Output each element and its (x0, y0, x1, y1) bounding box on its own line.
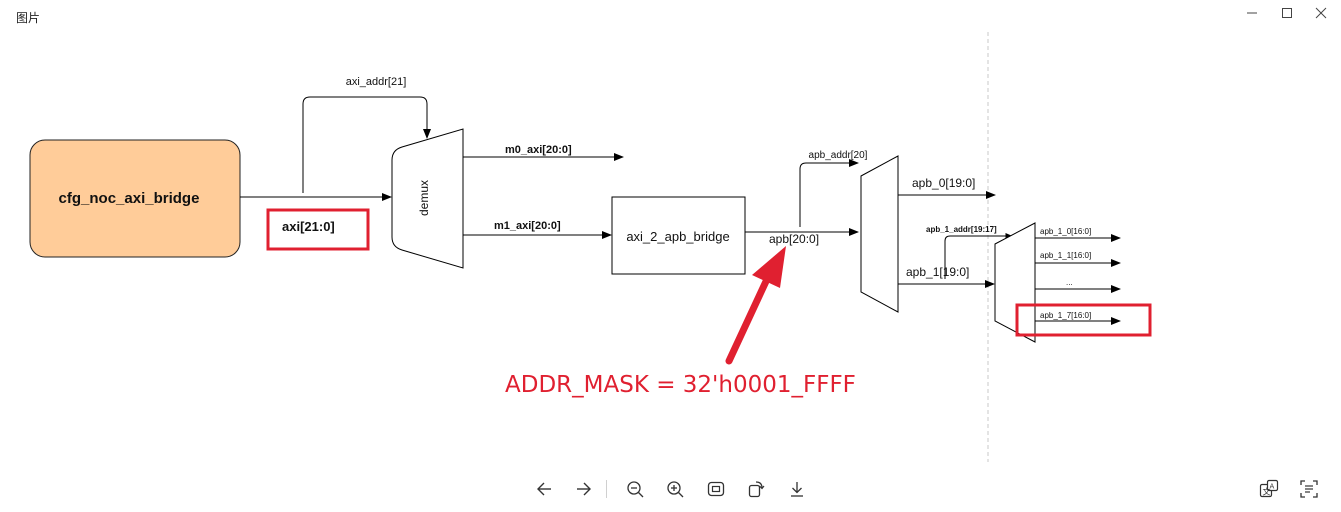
image-canvas[interactable]: cfg_noc_axi_bridge axi_addr[21] axi[21:0… (0, 30, 1341, 470)
close-button[interactable] (1308, 4, 1334, 22)
rotate-button[interactable] (743, 476, 769, 502)
next-button[interactable] (571, 476, 597, 502)
apb-1-mux-shape (994, 222, 1036, 343)
arrow-left-icon (537, 482, 551, 496)
apb-mux-shape (860, 155, 899, 313)
window-title: 图片 (16, 11, 41, 25)
bridge-block-label: axi_2_apb_bridge (626, 229, 729, 244)
axi-highlight-box (266, 208, 370, 251)
apb-bus-label: apb[20:0] (769, 232, 819, 246)
block-diagram: cfg_noc_axi_bridge axi_addr[21] axi[21:0… (29, 32, 1152, 462)
annotation-text: ADDR_MASK = 32'h0001_FFFF (505, 372, 856, 398)
annotation-arrow-shaft (725, 273, 772, 365)
apb-1-addr-sel-label: apb_1_addr[19:17] (926, 225, 997, 234)
apb-addr-sel-label: apb_addr[20] (809, 150, 868, 161)
svg-text:A: A (1270, 483, 1275, 491)
source-block (29, 139, 241, 258)
m0-axi-label: m0_axi[20:0] (505, 144, 572, 156)
axi-addr-sel-line (302, 96, 431, 193)
apb-1-7-highlight-box (1015, 303, 1152, 337)
toolbar-divider (606, 480, 607, 498)
ocr-text-button[interactable] (1296, 476, 1322, 502)
title-bar: 图片 (0, 0, 1341, 30)
apb-addr-sel-line (799, 159, 859, 227)
zoom-in-icon (667, 481, 684, 498)
zoom-out-button[interactable] (622, 476, 648, 502)
bridge-block (611, 196, 746, 275)
maximize-icon (1282, 8, 1292, 18)
minimize-button[interactable] (1239, 4, 1265, 22)
maximize-button[interactable] (1274, 4, 1300, 22)
rotate-icon (748, 481, 765, 498)
download-icon (791, 482, 803, 497)
minimize-icon (1247, 12, 1257, 14)
annotation-arrow-head (752, 246, 786, 288)
close-icon (1315, 7, 1327, 19)
demux-label: demux (417, 180, 431, 216)
download-button[interactable] (784, 476, 810, 502)
apb-1-label: apb_1[19:0] (906, 265, 969, 279)
apb-1-dots-label: ... (1066, 278, 1073, 287)
apb-1-7-label: apb_1_7[16:0] (1040, 311, 1091, 320)
arrow-right-icon (577, 482, 591, 496)
translate-icon: 文A (1259, 479, 1279, 498)
previous-button[interactable] (531, 476, 557, 502)
apb-1-addr-sel-line (944, 233, 1013, 279)
m1-axi-label: m1_axi[20:0] (494, 220, 561, 232)
axi-bus-label: axi[21:0] (282, 219, 335, 234)
source-block-label: cfg_noc_axi_bridge (59, 190, 200, 207)
axi-addr-sel-label: axi_addr[21] (346, 76, 407, 88)
apb-1-0-label: apb_1_0[16:0] (1040, 227, 1091, 236)
svg-text:文: 文 (1263, 487, 1271, 497)
apb-0-label: apb_0[19:0] (912, 176, 975, 190)
fit-to-window-button[interactable] (703, 476, 729, 502)
zoom-in-button[interactable] (662, 476, 688, 502)
ocr-text-icon (1300, 480, 1318, 498)
demux-shape (391, 128, 464, 269)
zoom-out-icon (627, 481, 644, 498)
apb-1-1-label: apb_1_1[16:0] (1040, 251, 1091, 260)
fit-to-window-icon (707, 481, 725, 497)
